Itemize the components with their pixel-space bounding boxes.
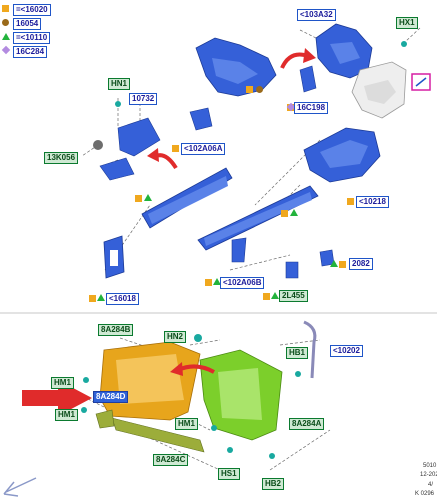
grommet-part [93,140,103,150]
callout-10218[interactable]: <10218 [356,196,389,208]
triangle-icon [2,33,10,40]
square-icon [89,295,96,302]
callout-8a284b[interactable]: 8A284B [98,324,134,336]
callout-hb2[interactable]: HB2 [262,478,285,490]
square-icon [246,86,253,93]
circle-icon [2,19,9,26]
square-icon [339,261,346,268]
bracket-2l455 [285,261,299,279]
bracket-102a06b [231,237,247,263]
lower-bracket-8a284c [111,417,205,453]
callout-13k056[interactable]: 13K056 [44,152,79,164]
footer-line-4: K 0296 [415,491,435,497]
legend-label: =<10110 [13,32,51,44]
callout-hn1[interactable]: HN1 [108,78,131,90]
callout-hx1[interactable]: HX1 [396,17,418,29]
apron-bracket [189,107,213,131]
triangle-icon [271,292,279,299]
square-icon [172,145,179,152]
triangle-icon [144,194,152,201]
square-icon [135,195,142,202]
callout-2082[interactable]: 2082 [349,258,373,270]
callout-hm1-mid[interactable]: HM1 [175,418,198,430]
legend-label: 16C284 [13,46,48,58]
callout-hs1[interactable]: HS1 [218,468,240,480]
triangle-icon [290,209,298,216]
legend-label: =<16020 [13,4,51,16]
triangle-icon [213,278,221,285]
callout-10202[interactable]: <10202 [330,345,363,357]
footer-line-2: 12-202 [420,472,437,478]
legend-label: 16054 [13,18,42,30]
red-arrow-middle [155,153,178,170]
callout-hm1-left[interactable]: HM1 [51,377,74,389]
bracket-lower [99,157,135,181]
callout-102a06a[interactable]: <102A06A [181,143,226,155]
square-icon [263,293,270,300]
square-icon [2,5,9,12]
triangle-icon [330,260,338,267]
footer-line-1: 5010 [423,463,437,469]
callout-8a284c[interactable]: 8A284C [153,454,189,466]
hose-part [303,320,317,379]
callout-8a284a[interactable]: 8A284A [289,418,325,430]
callout-103a32[interactable]: <103A32 [297,9,336,21]
triangle-icon [97,294,105,301]
callout-16c198[interactable]: 16C198 [294,102,329,114]
square-icon [205,279,212,286]
callout-16018[interactable]: <16018 [106,293,139,305]
callout-hb1[interactable]: HB1 [286,347,309,359]
callout-102a06b[interactable]: <102A06B [220,277,265,289]
square-icon [281,210,288,217]
bracket-10732 [117,117,161,157]
callout-hn2[interactable]: HN2 [164,331,187,343]
footer-line-3: 4/ [428,482,434,488]
callout-hm1-low[interactable]: HM1 [55,409,78,421]
small-bracket-part [299,65,317,93]
callout-2l455[interactable]: 2L455 [279,290,308,302]
callout-8a284d[interactable]: 8A284D [93,391,129,403]
bottom-left-arrow-icon [3,477,37,497]
left-small-bracket [95,409,115,429]
callout-10732[interactable]: 10732 [129,93,158,105]
square-icon [347,198,354,205]
big-red-arrow [22,380,92,416]
fasteners [81,41,407,459]
circle-icon [256,86,263,93]
